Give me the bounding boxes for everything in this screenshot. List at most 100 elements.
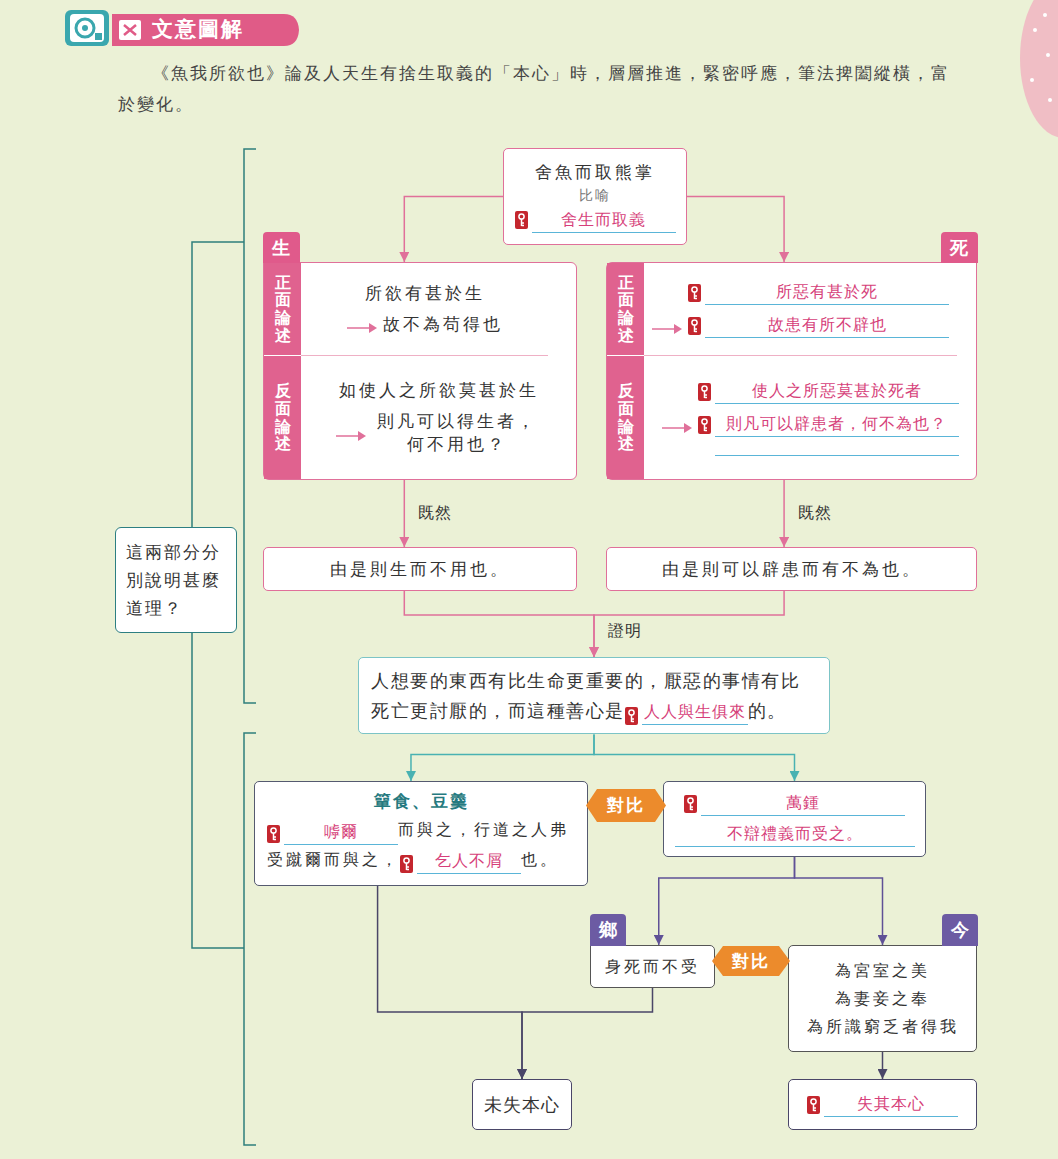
answer-blank: 萬鍾 [684, 791, 905, 816]
relation-label: 比喻 [579, 187, 611, 205]
key-icon-shape [698, 383, 711, 401]
tag-text: 對比 [732, 950, 770, 973]
connector [404, 591, 594, 657]
statement: 所欲有甚於生 [365, 282, 485, 305]
vertical-label: 正面論述 [618, 274, 634, 344]
box-heading: 簞食、豆羹 [267, 788, 575, 815]
key-icon [698, 383, 711, 401]
answer-blank: 使人之所惡莫甚於死者 [698, 379, 959, 404]
text-line [662, 445, 959, 456]
key-icon [688, 284, 701, 302]
answer-blank: 所惡有甚於死 [688, 280, 949, 305]
answer-blank: 嘑爾 [267, 820, 398, 845]
body-text: 的。 [748, 700, 787, 721]
section-tab: 死 [941, 232, 978, 263]
key-icon [625, 704, 638, 722]
box-text: 由是則可以辟患而有不為也。 [662, 558, 922, 581]
box-text: 由是則生而不用也。 [330, 558, 510, 581]
argument-row: 反面論述如使人之所欲莫甚於生則凡可以得生者，何不用也？ [264, 356, 576, 479]
connector [795, 857, 883, 945]
title-ribbon [112, 14, 299, 46]
summary-box: 人想要的東西有比生命更重要的，厭惡的事情有比死亡更討厭的，而這種善心是人人與生俱… [358, 657, 830, 734]
arrow-symbol-shape [652, 323, 682, 335]
contrast-tag: 對比 [586, 789, 666, 822]
connector [404, 197, 503, 263]
answer-blank: 故患有所不辟也 [688, 313, 949, 338]
column-band: 反面論述 [264, 356, 301, 479]
arrow-symbol [662, 419, 692, 431]
key-icon-shape [688, 284, 701, 302]
key-icon [400, 853, 413, 871]
connector [687, 197, 784, 263]
result-text: 未失本心 [484, 1093, 560, 1117]
row-content: 所欲有甚於生故不為苟得也 [301, 263, 548, 356]
bracket [192, 149, 256, 1145]
text-line: 則凡可以辟患者，何不為也？ [662, 412, 959, 437]
column-band: 正面論述 [607, 263, 644, 356]
key-icon-shape [688, 317, 701, 335]
death-panel: 死正面論述所惡有甚於死故患有所不辟也反面論述使人之所惡莫甚於死者則凡可以辟患者，… [606, 262, 977, 480]
diagram-title: 文意圖解 [152, 15, 244, 43]
contrast-tag: 對比 [712, 946, 790, 976]
answer-text: 使人之所惡莫甚於死者 [715, 379, 959, 404]
answer-text: 嘑爾 [284, 820, 398, 845]
conclusion: 則凡可以得生者，何不用也？ [372, 410, 542, 456]
text-line: 故不為苟得也 [347, 313, 503, 336]
past-box: 鄉身死而不受 [590, 945, 715, 988]
box-text: 身死而不受 [605, 953, 700, 981]
connector [594, 734, 795, 781]
vertical-label: 反面論述 [275, 382, 291, 452]
connector [378, 886, 522, 1079]
key-icon-shape [515, 211, 528, 229]
row-content: 使人之所惡莫甚於死者則凡可以辟患者，何不為也？ [644, 356, 976, 479]
argument-row: 正面論述 所惡有甚於死故患有所不辟也 [607, 263, 976, 356]
vertical-label: 反面論述 [618, 382, 634, 452]
intro-caption: 《魚我所欲也》論及人天生有捨生取義的「本心」時，層層推進，緊密呼應，筆法捭闔縱橫… [118, 58, 950, 120]
example-box: 簞食、豆羹嘑爾而與之，行道之人弗受蹴爾而與之，乞人不屑也。 [254, 781, 588, 886]
answer-text: 失其本心 [824, 1092, 958, 1117]
connector [783, 480, 785, 547]
connector [411, 734, 594, 781]
answer-blank: 人人與生俱來 [625, 700, 748, 725]
section-tab: 鄉 [590, 914, 626, 946]
arrow-symbol [652, 320, 682, 332]
box-text: 為宮室之美 [835, 957, 930, 985]
text-line: 舍生而取義 [515, 208, 676, 233]
conclusion-box: 由是則可以辟患而有不為也。 [606, 547, 977, 591]
key-icon [515, 211, 528, 229]
key-icon-shape [625, 707, 638, 725]
section-tab: 今 [942, 914, 978, 946]
answer-text: 不辯禮義而受之。 [675, 822, 915, 847]
statement: 如使人之所欲莫甚於生 [339, 379, 539, 402]
key-icon [698, 416, 711, 434]
key-icon [807, 1096, 820, 1114]
row-content: 如使人之所欲莫甚於生則凡可以得生者，何不用也？ [301, 356, 576, 479]
connector [522, 988, 653, 1079]
key-icon [267, 823, 280, 841]
connector [882, 1052, 884, 1079]
key-icon [684, 795, 697, 813]
text-line: 不辯禮義而受之。 [675, 822, 915, 847]
answer-text: 乞人不屑 [417, 849, 521, 874]
life-panel: 生正面論述所欲有甚於生故不為苟得也反面論述如使人之所欲莫甚於生則凡可以得生者，何… [263, 262, 577, 480]
answer-blank: 乞人不屑 [400, 849, 521, 874]
key-icon-shape [400, 855, 413, 873]
blank-line [715, 445, 959, 456]
arrow-symbol [336, 427, 366, 439]
answer-text: 人人與生俱來 [642, 700, 748, 725]
arrow-symbol-shape [336, 430, 366, 442]
text-line: 使人之所惡莫甚於死者 [662, 379, 959, 404]
answer-text: 萬鍾 [701, 791, 905, 816]
argument-row: 反面論述使人之所惡莫甚於死者則凡可以辟患者，何不為也？ [607, 356, 976, 479]
question-box: 這兩部分分別說明甚麼道理？ [115, 527, 237, 633]
question-text: 這兩部分分別說明甚麼道理？ [126, 538, 226, 622]
present-box: 今為宮室之美為妻妾之奉為所識窮乏者得我 [788, 945, 977, 1052]
text-line: 萬鍾 [684, 791, 905, 816]
arrow-symbol-shape [662, 422, 692, 434]
vertical-label: 正面論述 [275, 274, 291, 344]
example-box: 萬鍾不辯禮義而受之。 [663, 781, 926, 857]
answer-blank: 則凡可以辟患者，何不為也？ [698, 412, 959, 437]
answer-text: 則凡可以辟患者，何不為也？ [715, 412, 959, 437]
answer-blank: 舍生而取義 [515, 208, 676, 233]
